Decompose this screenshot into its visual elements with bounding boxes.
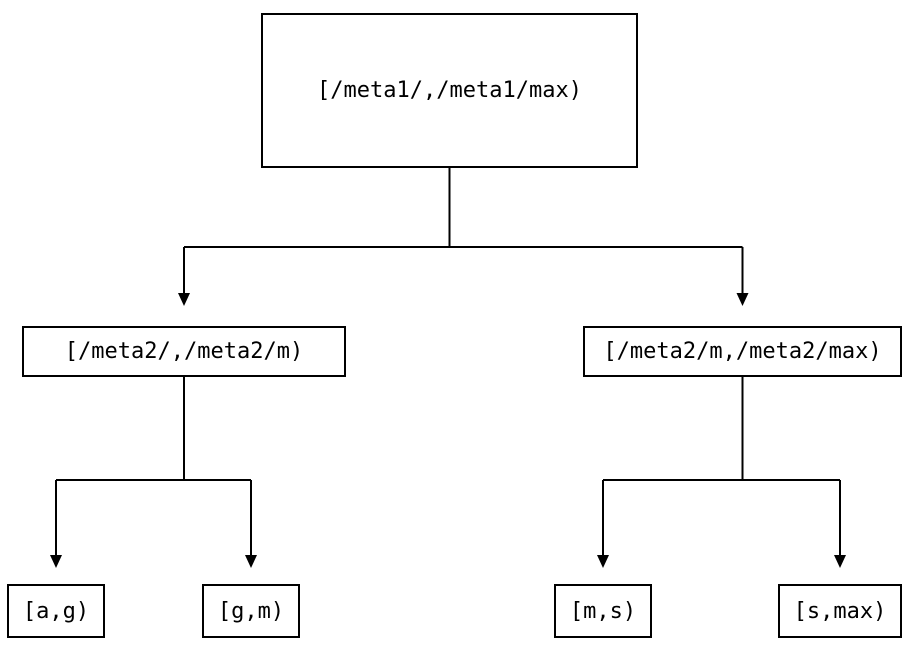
node-leaf-range-gm: [g,m) [202, 584, 300, 638]
arrow-down-icon [178, 293, 190, 306]
node-label: [g,m) [217, 598, 285, 624]
edge-mid-right-to-children [597, 377, 846, 568]
node-label: [/meta2/m,/meta2/max) [603, 339, 882, 364]
node-root-range: [/meta1/,/meta1/max) [261, 13, 638, 168]
node-label: [s,max) [793, 598, 887, 624]
node-meta2-right-range: [/meta2/m,/meta2/max) [583, 326, 902, 377]
arrow-down-icon [245, 555, 257, 568]
edge-root-to-children [178, 168, 749, 306]
node-label: [a,g) [22, 598, 90, 624]
node-leaf-range-ag: [a,g) [7, 584, 105, 638]
node-leaf-range-ms: [m,s) [554, 584, 652, 638]
node-label: [/meta1/,/meta1/max) [317, 78, 582, 103]
node-label: [/meta2/,/meta2/m) [64, 339, 304, 364]
arrow-down-icon [736, 293, 749, 306]
edge-mid-left-to-children [50, 377, 257, 568]
arrow-down-icon [834, 555, 846, 568]
arrow-down-icon [50, 555, 62, 568]
arrow-down-icon [597, 555, 609, 568]
node-label: [m,s) [569, 598, 637, 624]
node-meta2-left-range: [/meta2/,/meta2/m) [22, 326, 346, 377]
node-leaf-range-smax: [s,max) [778, 584, 902, 638]
